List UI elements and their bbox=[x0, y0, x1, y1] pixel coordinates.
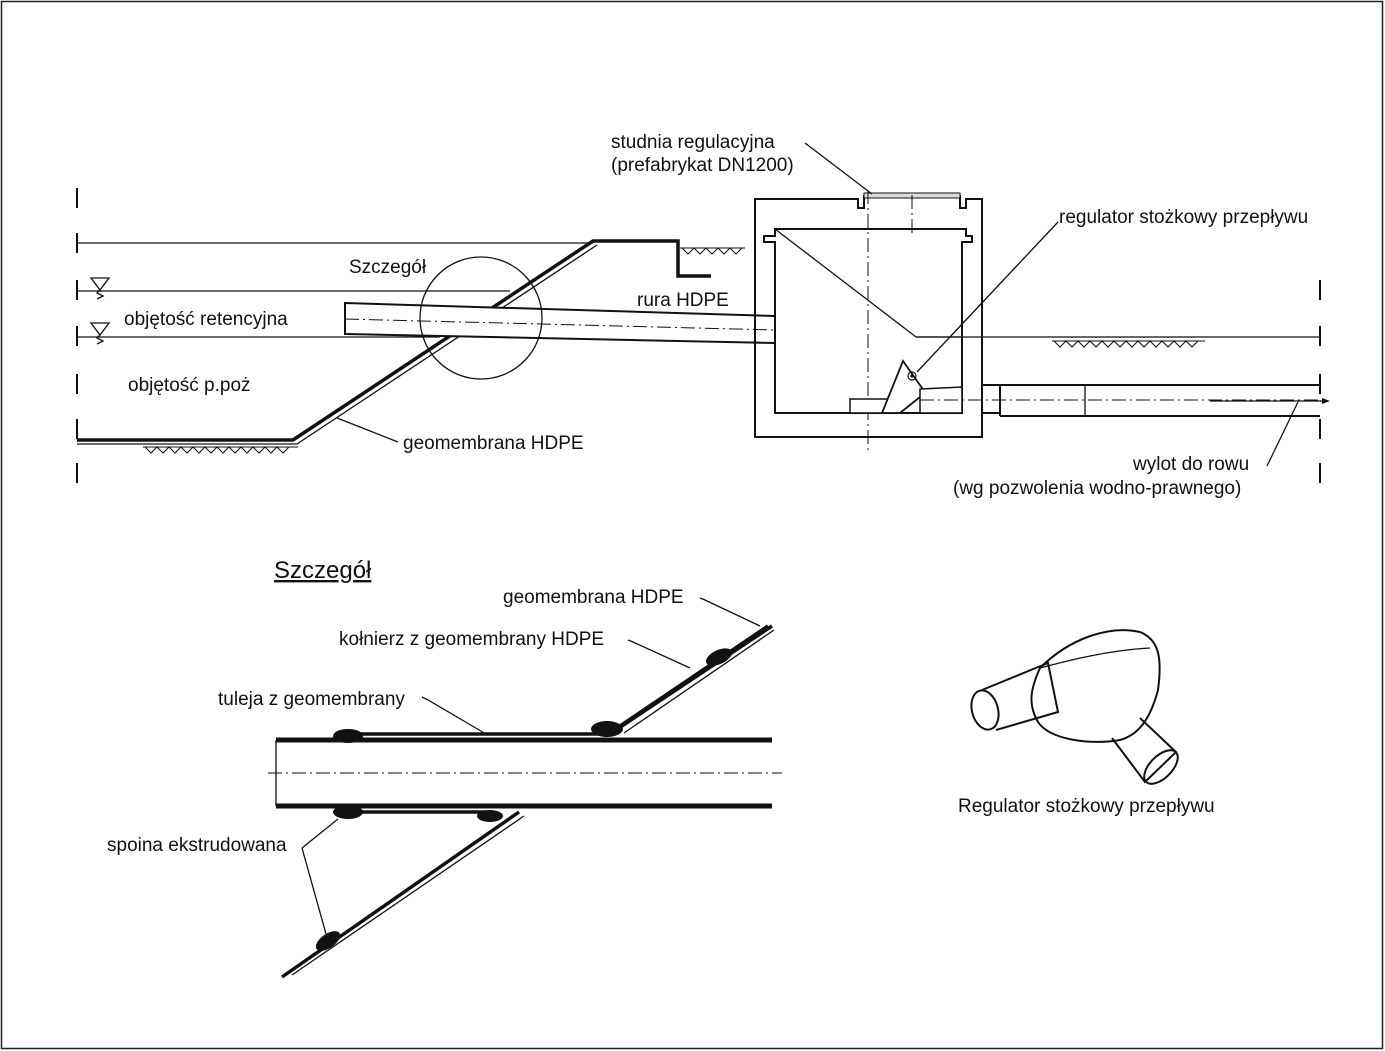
regulator-illustration: Regulator stożkowy przepływu bbox=[958, 629, 1215, 817]
label-obj-retencyjna: objętość retencyjna bbox=[124, 309, 288, 330]
detail-label-geomembrana: geomembrana HDPE bbox=[503, 587, 684, 608]
label-geomembrana: geomembrana HDPE bbox=[403, 433, 584, 454]
label-studnia-sub: (prefabrykat DN1200) bbox=[611, 155, 794, 176]
weld-blob bbox=[705, 648, 733, 666]
detail-label-tuleja: tuleja z geomembrany bbox=[218, 689, 405, 710]
weld-blob bbox=[315, 931, 341, 951]
label-studnia: studnia regulacyjna bbox=[611, 132, 775, 153]
label-regulator: regulator stożkowy przepływu bbox=[1059, 207, 1308, 228]
label-obj-ppoz: objętość p.poż bbox=[128, 375, 251, 396]
leader-wylot bbox=[1266, 401, 1299, 467]
regulator-caption: Regulator stożkowy przepływu bbox=[958, 796, 1215, 817]
detail-circle bbox=[419, 256, 543, 380]
weld-blob bbox=[333, 729, 363, 743]
weld-blob bbox=[477, 810, 503, 822]
leader-regulator bbox=[916, 221, 1059, 373]
label-wylot: wylot do rowu bbox=[1132, 454, 1249, 475]
weld-blob bbox=[333, 805, 363, 819]
detail-label-spoina: spoina ekstrudowana bbox=[107, 835, 287, 856]
detail-label-kolnierz: kołnierz z geomembrany HDPE bbox=[339, 629, 604, 650]
detail-title: Szczegół bbox=[274, 557, 372, 584]
soil-hatch bbox=[143, 247, 1205, 454]
water-level-icon bbox=[89, 322, 111, 345]
label-wylot-sub: (wg pozwolenia wodno-prawnego) bbox=[953, 478, 1241, 499]
outlet-pipe bbox=[919, 384, 1330, 417]
weld-blob bbox=[591, 721, 623, 737]
label-rura: rura HDPE bbox=[637, 290, 729, 311]
label-szczegol: Szczegół bbox=[349, 257, 427, 278]
water-level-icon bbox=[89, 277, 111, 300]
section-view: studnia regulacyjna (prefabrykat DN1200)… bbox=[76, 132, 1330, 499]
detail-view: Szczegół geomembrana HDPE kołnierz z geo… bbox=[107, 557, 782, 979]
leader-geomembrana bbox=[336, 417, 399, 443]
leader-studnia bbox=[804, 142, 873, 195]
